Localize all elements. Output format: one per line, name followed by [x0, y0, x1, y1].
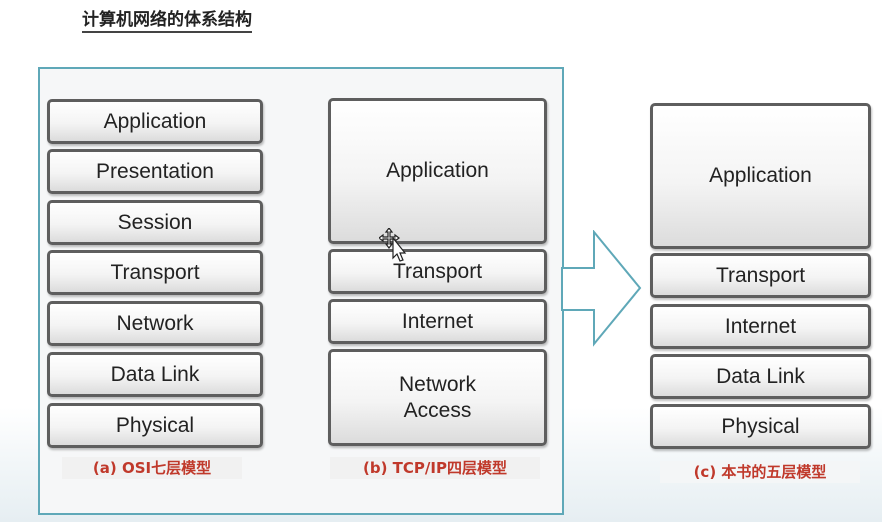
five-layer-transport: Transport [650, 253, 871, 298]
osi-layer-application: Application [47, 99, 263, 144]
cursor-icon [379, 228, 407, 262]
five-caption: (c) 本书的五层模型 [660, 461, 860, 483]
tcpip-layer-transport: Transport [328, 249, 547, 294]
tcpip-layer-network-access: Network Access [328, 349, 547, 446]
osi-layer-data-link: Data Link [47, 352, 263, 397]
five-layer-application: Application [650, 103, 871, 249]
osi-layer-session: Session [47, 200, 263, 245]
tcpip-caption: (b) TCP/IP四层模型 [330, 457, 540, 479]
osi-layer-network: Network [47, 301, 263, 346]
tcpip-layer-application: Application [328, 98, 547, 244]
five-layer-physical: Physical [650, 404, 871, 449]
five-layer-data-link: Data Link [650, 354, 871, 399]
osi-layer-presentation: Presentation [47, 149, 263, 194]
tcpip-layer-internet: Internet [328, 299, 547, 344]
page-title: 计算机网络的体系结构 [82, 10, 252, 33]
osi-caption: (a) OSI七层模型 [62, 457, 242, 479]
osi-layer-physical: Physical [47, 403, 263, 448]
right-arrow-icon [561, 230, 642, 347]
five-layer-internet: Internet [650, 304, 871, 349]
osi-layer-transport: Transport [47, 250, 263, 295]
